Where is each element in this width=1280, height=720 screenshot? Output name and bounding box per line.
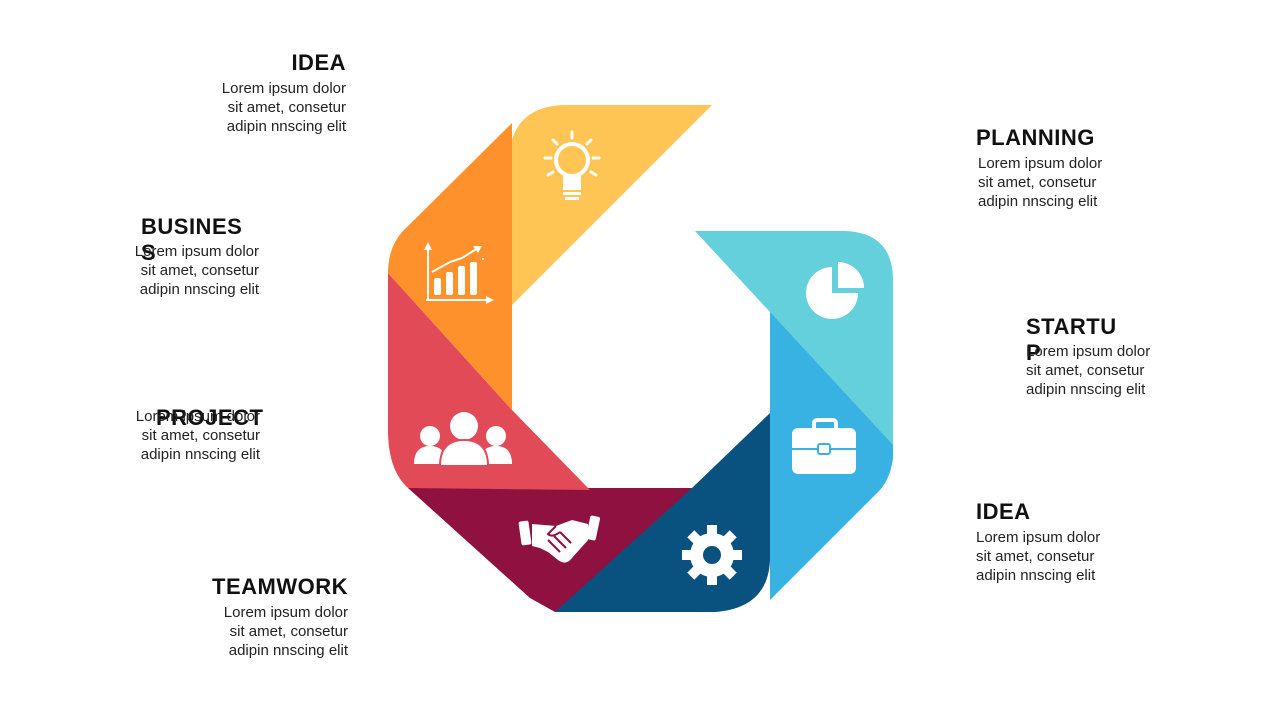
label-body: Lorem ipsum dolor sit amet, consetur adi…	[110, 242, 259, 299]
body-line: sit amet, consetur	[229, 623, 348, 640]
bar-chart-icon	[424, 242, 494, 304]
body-line: adipin nnscing elit	[228, 642, 348, 659]
label-idea-bottom: IDEA Lorem ipsum dolor sit amet, consetu…	[976, 499, 1156, 585]
body-line: adipin nnscing elit	[226, 118, 346, 135]
label-teamwork: TEAMWORK Lorem ipsum dolor sit amet, con…	[190, 574, 348, 660]
label-title: PROJECT	[156, 405, 264, 430]
body-line: Lorem ipsum dolor	[976, 529, 1101, 546]
body-line: adipin nnscing elit	[140, 446, 260, 463]
body-line: adipin nnscing elit	[978, 193, 1098, 210]
label-body: Lorem ipsum dolor sit amet, consetur adi…	[976, 528, 1156, 585]
label-body: Lorem ipsum dolor sit amet, consetur adi…	[200, 79, 346, 136]
lightbulb-icon	[543, 130, 601, 200]
handshake-icon	[518, 515, 601, 563]
label-startup: STARTUP Lorem ipsum dolor sit amet, cons…	[1026, 314, 1186, 399]
body-line: sit amet, consetur	[141, 427, 260, 444]
briefcase-icon	[792, 418, 856, 474]
body-line: Lorem ipsum dolor	[221, 80, 346, 97]
body-line: sit amet, consetur	[976, 548, 1095, 565]
label-title: IDEA	[291, 50, 346, 75]
gear-icon	[682, 525, 742, 585]
body-line: sit amet, consetur	[978, 174, 1097, 191]
body-line: sit amet, consetur	[140, 262, 259, 279]
body-line: Lorem ipsum dolor	[135, 408, 260, 425]
body-line: sit amet, consetur	[227, 99, 346, 116]
label-business: BUSINESS Lorem ipsum dolor sit amet, con…	[110, 214, 259, 299]
label-planning: PLANNING Lorem ipsum dolor sit amet, con…	[976, 125, 1156, 211]
body-line: Lorem ipsum dolor	[223, 604, 348, 621]
label-title: IDEA	[976, 499, 1031, 524]
label-title: TEAMWORK	[212, 574, 348, 599]
label-idea-top: IDEA Lorem ipsum dolor sit amet, consetu…	[200, 50, 346, 136]
label-title: BUSINESS	[141, 214, 243, 265]
label-body: Lorem ipsum dolor sit amet, consetur adi…	[190, 603, 348, 660]
body-line: adipin nnscing elit	[976, 567, 1096, 584]
body-line: Lorem ipsum dolor	[1026, 343, 1151, 360]
pie-chart-icon	[806, 262, 864, 319]
segment-idea-top	[512, 105, 712, 305]
body-line: Lorem ipsum dolor	[978, 155, 1103, 172]
label-body: Lorem ipsum dolor sit amet, consetur adi…	[1026, 342, 1186, 399]
body-line: Lorem ipsum dolor	[134, 243, 259, 260]
body-line: adipin nnscing elit	[139, 281, 259, 298]
label-body: Lorem ipsum dolor sit amet, consetur adi…	[978, 154, 1156, 211]
body-line: sit amet, consetur	[1026, 362, 1145, 379]
label-project: PROJECT Lorem ipsum dolor sit amet, cons…	[111, 405, 263, 464]
label-title: STARTUP	[1026, 314, 1117, 365]
body-line: adipin nnscing elit	[1026, 381, 1146, 398]
people-icon	[414, 412, 512, 467]
segment-business	[388, 123, 512, 410]
label-title: PLANNING	[976, 125, 1095, 150]
label-body: Lorem ipsum dolor sit amet, consetur adi…	[111, 407, 260, 464]
